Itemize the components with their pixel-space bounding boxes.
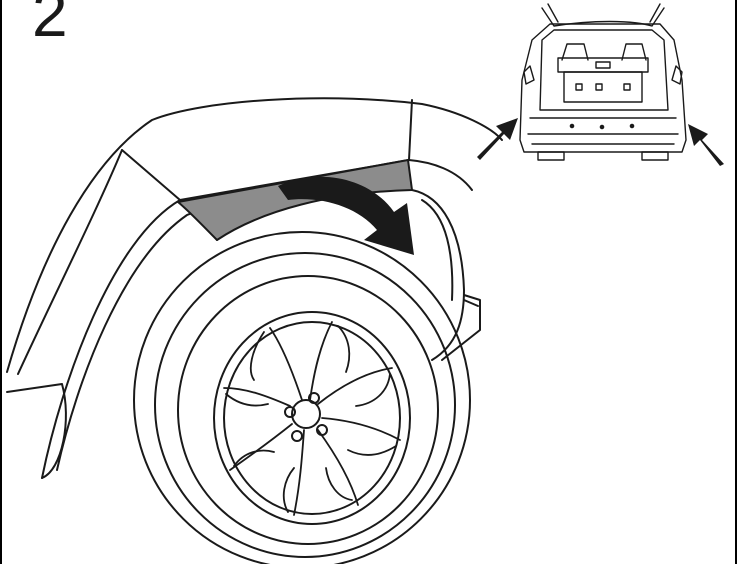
pointer-arrow-right-icon: [688, 124, 724, 166]
pointer-arrow-left-icon: [477, 118, 518, 160]
tire-outer: [133, 231, 471, 564]
cargo-opening: [539, 29, 669, 111]
body-outline: [6, 97, 503, 373]
tire-groove-1: [177, 275, 439, 545]
rear-view-inset: [477, 3, 724, 166]
lug-nut-2: [308, 392, 320, 404]
wheel-spokes: [223, 321, 401, 516]
vehicle-body-rear: [519, 23, 687, 153]
lug-nut-4: [291, 430, 303, 442]
body-lower-edge: [6, 383, 67, 479]
arch-rear-inner: [421, 199, 454, 301]
curved-arrow-icon: [278, 176, 414, 255]
tire-sidewall: [154, 252, 456, 558]
rocker-detail-b: [463, 299, 479, 307]
arch-rear-outer: [411, 189, 465, 361]
wheel-hub: [291, 399, 321, 429]
body-crease: [121, 149, 181, 201]
fender-flare-outer: [41, 159, 473, 479]
body-line-a: [17, 149, 123, 375]
step-number: 2: [32, 0, 68, 50]
pillar-line: [408, 99, 413, 161]
lug-nut-1: [284, 406, 296, 418]
tailgate-open: [541, 7, 665, 27]
tire-rim-outer: [213, 311, 411, 525]
tire-rim-inner: [223, 321, 401, 515]
wheel-liner-highlight: [177, 159, 413, 241]
fender-scene: [6, 97, 503, 564]
